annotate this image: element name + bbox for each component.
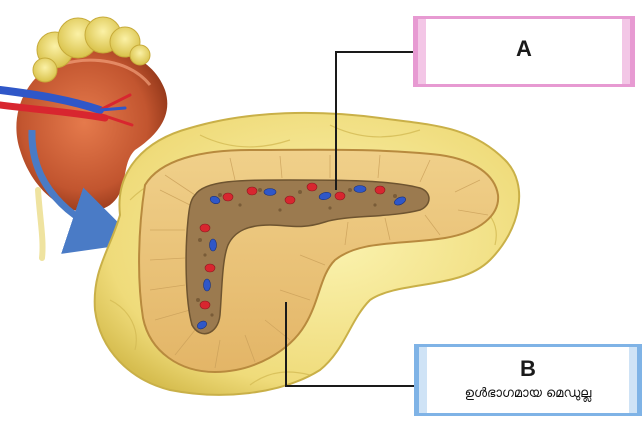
label-box-b: B ഉൾഭാഗമായ മെഡുല്ല <box>414 344 642 416</box>
ureter <box>38 190 43 258</box>
label-caption-b: ഉൾഭാഗമായ മെഡുല്ല <box>465 386 592 401</box>
label-box-a: A <box>413 16 635 87</box>
label-letter-a: A <box>516 38 532 60</box>
label-letter-b: B <box>520 358 536 380</box>
